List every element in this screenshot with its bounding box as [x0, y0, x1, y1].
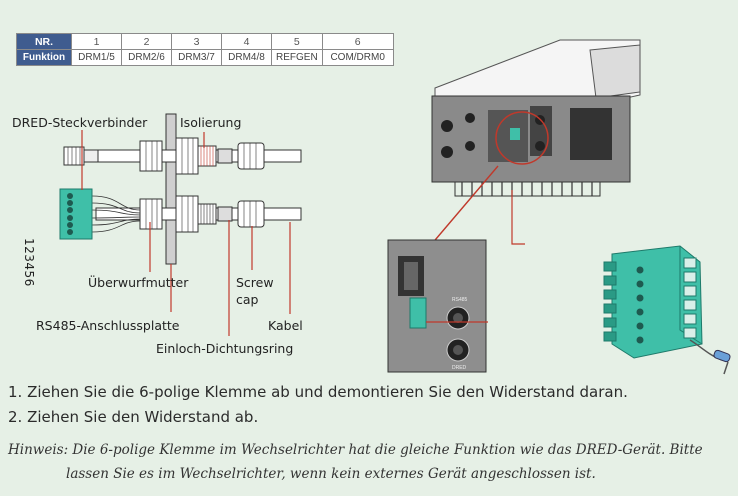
note-block: Hinweis: Die 6-polige Klemme im Wechselr…: [8, 438, 728, 486]
cable-gland-assembly: [59, 113, 302, 265]
table-header-cell: 6: [321, 33, 394, 50]
table-cell: COM/DRM0: [321, 49, 394, 66]
rj45-plug: [63, 146, 85, 166]
table-header-row: NR. 1 2 3 4 5 6: [16, 33, 394, 50]
label-screw-cap-line2: cap: [236, 292, 259, 307]
terminal-block-closeup: [603, 245, 731, 375]
table-header-cell: NR.: [16, 33, 72, 50]
port-panel: RS485 DRED: [387, 239, 488, 373]
screw-cap-bottom: [237, 200, 265, 228]
instruction-steps: 1. Ziehen Sie die 6-polige Klemme ab und…: [8, 380, 728, 430]
panel-green-terminal: [409, 297, 427, 329]
label-screw-cap-line1: Screw: [236, 275, 274, 290]
label-isolation: Isolierung: [180, 115, 242, 130]
table-cell: DRM1/5: [71, 49, 122, 66]
table-header-cell: 3: [171, 33, 222, 50]
gland-body-bottom: [175, 195, 199, 233]
step-item: 2. Ziehen Sie den Widerstand ab.: [8, 408, 259, 426]
note-line-1: Hinweis: Die 6-polige Klemme im Wechselr…: [8, 442, 703, 458]
union-nut-bottom: [139, 198, 163, 230]
screw-cap-top: [237, 142, 265, 170]
note-line-2: lassen Sie es im Wechselrichter, wenn ke…: [66, 466, 596, 482]
label-single-hole-ring: Einloch-Dichtungsring: [156, 341, 294, 356]
table-header-cell: 1: [71, 33, 122, 50]
green-terminal-block: [59, 188, 93, 240]
table-row: Funktion DRM1/5 DRM2/6 DRM3/7 DRM4/8 REF…: [16, 49, 394, 66]
table-header-cell: 4: [221, 33, 272, 50]
gland-body-top: [175, 137, 199, 175]
step-item: 1. Ziehen Sie die 6-polige Klemme ab und…: [8, 383, 628, 401]
table-cell: DRM4/8: [221, 49, 272, 66]
seal-ring-bottom: [217, 206, 233, 222]
label-cable: Kabel: [268, 318, 303, 333]
pin-function-table: NR. 1 2 3 4 5 6 Funktion DRM1/5 DRM2/6 D…: [16, 33, 394, 66]
label-dred-connector: DRED-Steckverbinder: [12, 115, 148, 130]
resistor: [713, 349, 731, 363]
port-label-dred: DRED: [452, 365, 467, 371]
table-cell: REFGEN: [271, 49, 323, 66]
arrow-to-port-panel: [429, 165, 499, 247]
rs485-plate: [165, 113, 177, 265]
label-rs485-plate: RS485-Anschlussplatte: [36, 318, 180, 333]
label-union-nut: Überwurfmutter: [88, 275, 189, 290]
table-cell: DRM3/7: [171, 49, 222, 66]
seal-ring-top: [217, 148, 233, 164]
table-cell: DRM2/6: [121, 49, 172, 66]
union-nut-top: [139, 140, 163, 172]
inverter-illustration: [431, 39, 641, 197]
highlight-circle: [495, 111, 549, 165]
table-row-label: Funktion: [16, 49, 72, 66]
leader-lines: [81, 130, 291, 336]
port-label-rs485: RS485: [452, 297, 468, 303]
label-pin-numbers: 123456: [22, 238, 36, 287]
